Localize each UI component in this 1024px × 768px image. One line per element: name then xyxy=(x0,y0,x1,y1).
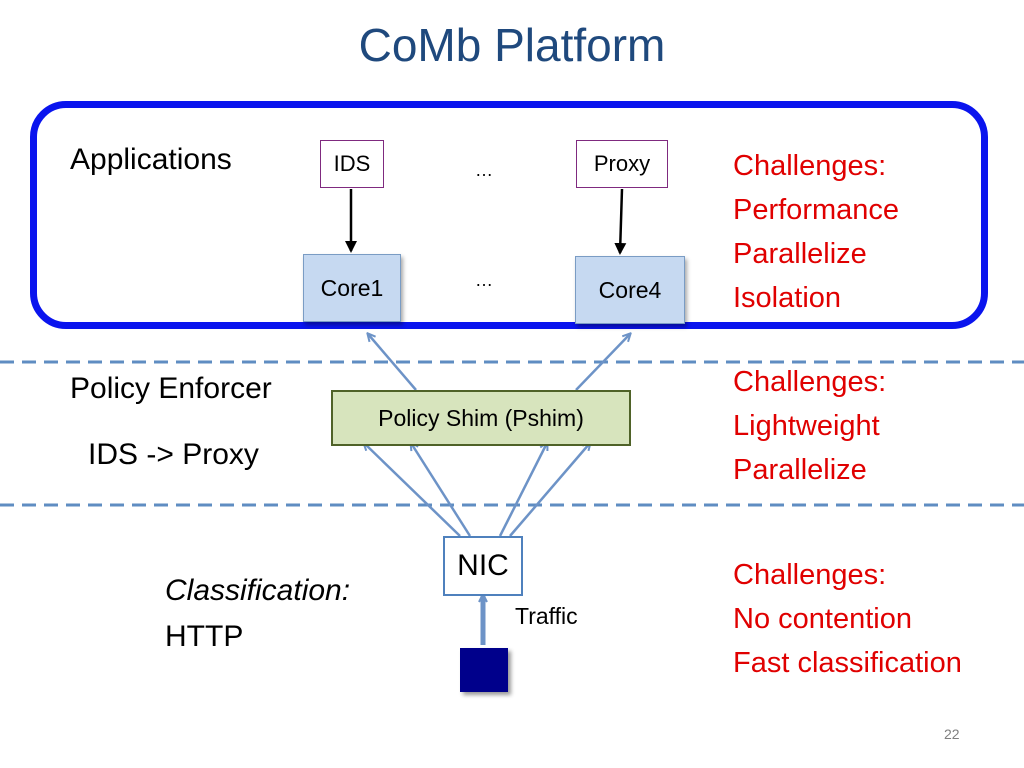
challenge-item: Lightweight xyxy=(733,410,880,442)
challenge-item: No contention xyxy=(733,603,912,635)
nic-to-shim-arrow-4 xyxy=(509,443,590,537)
applications-frame xyxy=(30,101,988,329)
app-box-proxy: Proxy xyxy=(576,140,668,188)
challenge-item: Parallelize xyxy=(733,454,867,486)
core-ellipsis: … xyxy=(475,270,493,290)
challenges-heading: Challenges: xyxy=(733,150,887,182)
page-number: 22 xyxy=(944,726,960,742)
classification-type: HTTP xyxy=(165,620,244,653)
challenge-item: Performance xyxy=(733,194,900,226)
challenge-item: Parallelize xyxy=(733,238,867,270)
core-box-core4: Core4 xyxy=(575,256,685,324)
app-box-ids: IDS xyxy=(320,140,384,188)
shim-to-core1-arrow xyxy=(368,334,417,391)
challenges-heading: Challenges: xyxy=(733,366,887,398)
applications-challenges: Challenges: Performance Parallelize Isol… xyxy=(733,144,899,320)
policy-challenges: Challenges: Lightweight Parallelize xyxy=(733,360,886,492)
app-ellipsis: … xyxy=(475,160,493,180)
classification-challenges: Challenges: No contention Fast classific… xyxy=(733,553,962,685)
challenge-item: Fast classification xyxy=(733,647,962,679)
classification-label: Classification: xyxy=(165,574,351,607)
nic-to-shim-arrow-1 xyxy=(364,443,461,537)
policy-enforcer-label: Policy Enforcer xyxy=(70,372,272,405)
traffic-label: Traffic xyxy=(515,603,578,629)
traffic-source-block xyxy=(460,648,508,692)
applications-label: Applications xyxy=(70,143,232,176)
nic-box: NIC xyxy=(443,536,523,596)
nic-to-shim-arrow-3 xyxy=(498,443,547,537)
proxy-to-core4-arrow xyxy=(614,188,627,255)
challenge-item: Isolation xyxy=(733,282,842,314)
challenges-heading: Challenges: xyxy=(733,559,887,591)
policy-rule-label: IDS -> Proxy xyxy=(88,438,259,471)
nic-to-shim-arrow-2 xyxy=(411,443,472,537)
core-box-core1: Core1 xyxy=(303,254,401,322)
slide-title: CoMb Platform xyxy=(358,19,666,71)
shim-to-core4-arrow xyxy=(575,334,630,391)
policy-shim-box: Policy Shim (Pshim) xyxy=(331,390,631,446)
